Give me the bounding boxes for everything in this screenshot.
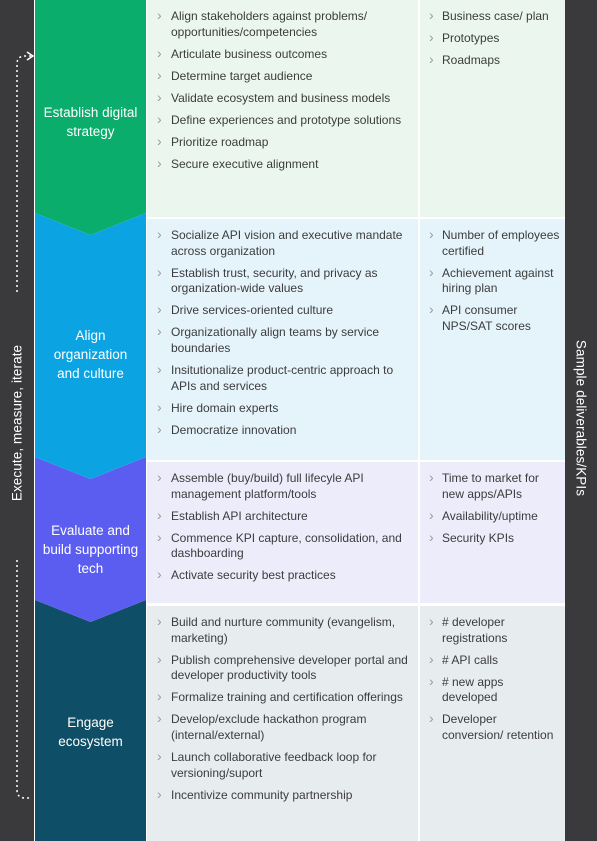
action-item: Align stakeholders against problems/ opp… [147, 8, 412, 40]
phase-title-3: Evaluate and build supporting tech [35, 476, 146, 622]
deliverable-item: Prototypes [420, 30, 561, 47]
iterate-loop-arrow-icon [16, 51, 35, 799]
action-item: Develop/exclude hackathon program (inter… [147, 711, 412, 743]
deliverable-item: # new apps developed [420, 674, 561, 706]
actions-panel: Build and nurture community (evangelism,… [147, 606, 418, 841]
phase-chevron-3 [35, 457, 146, 622]
deliverables-label: Sample deliverables/KPIs [573, 339, 589, 497]
deliverable-item: Time to market for new apps/APIs [420, 470, 561, 502]
section-establish-strategy: Align stakeholders against problems/ opp… [147, 0, 565, 217]
deliverable-item: Achievement against hiring plan [420, 265, 561, 297]
right-frame-bar [565, 0, 597, 841]
action-item: Determine target audience [147, 68, 412, 85]
deliverable-item: # API calls [420, 652, 561, 669]
action-item: Secure executive alignment [147, 156, 412, 173]
action-item: Incentivize community partnership [147, 787, 412, 804]
deliverable-item: # developer registrations [420, 614, 561, 646]
deliverable-item: Availability/uptime [420, 508, 561, 525]
deliverable-item: Roadmaps [420, 52, 561, 69]
deliverables-panel: # developer registrations # API calls # … [420, 606, 565, 841]
deliverables-panel: Time to market for new apps/APIs Availab… [420, 462, 565, 603]
section-engage-ecosystem: Build and nurture community (evangelism,… [147, 606, 565, 841]
phase-title-1: Establish digital strategy [35, 0, 146, 243]
phase-title-text-1: Establish digital strategy [43, 104, 138, 139]
action-item: Validate ecosystem and business models [147, 90, 412, 107]
action-item: Publish comprehensive developer portal a… [147, 652, 412, 684]
action-item: Launch collaborative feedback loop for v… [147, 749, 412, 781]
action-item: Drive services-oriented culture [147, 302, 412, 319]
action-item: Socialize API vision and executive manda… [147, 227, 412, 259]
deliverables-panel: Business case/ plan Prototypes Roadmaps [420, 0, 565, 217]
action-item: Articulate business outcomes [147, 46, 412, 63]
phase-chevron-1 [35, 0, 146, 235]
deliverable-item: API consumer NPS/SAT scores [420, 302, 561, 334]
actions-panel: Assemble (buy/build) full lifecyle API m… [147, 462, 418, 603]
phase-title-2: Align organization and culture [35, 232, 146, 477]
action-item: Define experiences and prototype solutio… [147, 112, 412, 129]
deliverable-item: Business case/ plan [420, 8, 561, 25]
action-item: Assemble (buy/build) full lifecyle API m… [147, 470, 412, 502]
phase-chevrons [35, 0, 146, 841]
section-evaluate-tech: Assemble (buy/build) full lifecyle API m… [147, 462, 565, 603]
action-item: Democratize innovation [147, 422, 412, 439]
action-item: Prioritize roadmap [147, 134, 412, 151]
phase-title-text-4: Engage ecosystem [58, 714, 123, 749]
action-item: Insitutionalize product-centric approach… [147, 362, 412, 394]
deliverables-panel: Number of employees certified Achievemen… [420, 219, 565, 460]
action-item: Activate security best practices [147, 567, 412, 584]
action-item: Establish API architecture [147, 508, 412, 525]
deliverable-item: Security KPIs [420, 530, 561, 547]
phase-chevron-2 [35, 213, 146, 479]
actions-panel: Align stakeholders against problems/ opp… [147, 0, 418, 217]
action-item: Build and nurture community (evangelism,… [147, 614, 412, 646]
iterate-label: Execute, measure, iterate [9, 344, 25, 502]
action-item: Establish trust, security, and privacy a… [147, 265, 412, 297]
phase-title-text-2: Align organization and culture [53, 328, 128, 381]
deliverable-item: Number of employees certified [420, 227, 561, 259]
phase-chevron-4 [35, 600, 146, 841]
phase-title-text-3: Evaluate and build supporting tech [42, 522, 139, 576]
deliverable-item: Developer conversion/ retention [420, 711, 561, 743]
action-item: Formalize training and certification off… [147, 689, 412, 706]
actions-panel: Socialize API vision and executive manda… [147, 219, 418, 460]
section-align-organization: Socialize API vision and executive manda… [147, 219, 565, 460]
action-item: Hire domain experts [147, 400, 412, 417]
phase-title-4: Engage ecosystem [35, 622, 146, 841]
action-item: Organizationally align teams by service … [147, 324, 412, 356]
action-item: Commence KPI capture, consolidation, and… [147, 530, 412, 562]
